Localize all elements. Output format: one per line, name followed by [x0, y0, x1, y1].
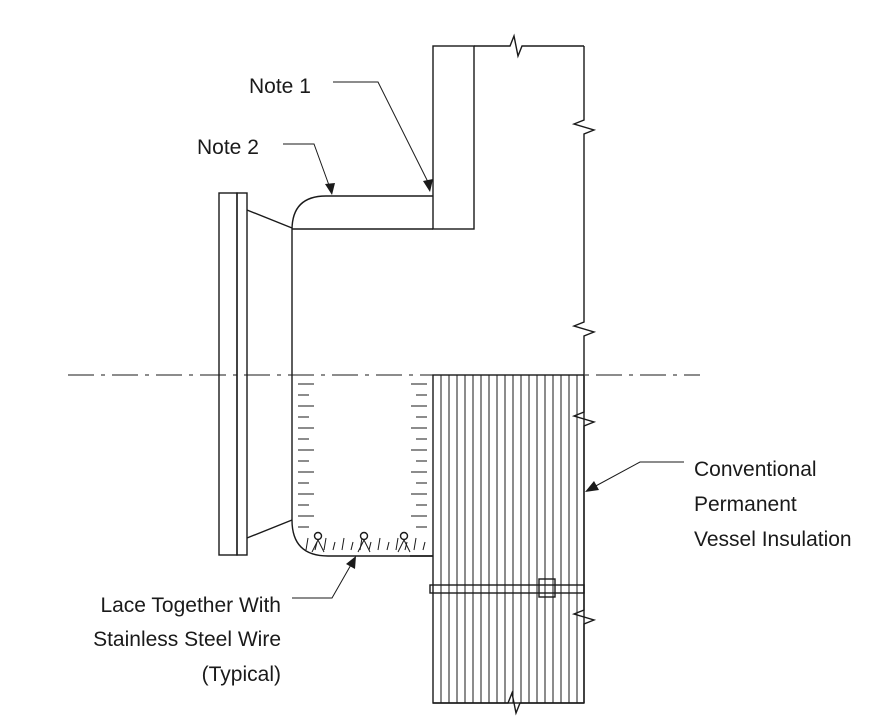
hatch-mark — [305, 537, 309, 551]
note1-leader — [333, 81, 431, 187]
vessel-insulation-lines — [440, 375, 578, 703]
hatch-mark — [341, 537, 345, 551]
insulation-label-line2: Permanent — [694, 493, 797, 516]
lace-wire-3 — [397, 539, 411, 553]
insulation-label-line1: Conventional — [694, 458, 817, 481]
lace-point-2 — [359, 531, 369, 541]
lace-point-1 — [313, 531, 323, 541]
insulation-label-line3: Vessel Insulation — [694, 528, 852, 551]
hatch-mark — [323, 537, 327, 551]
nozzle-upper-outline — [291, 195, 433, 375]
hatch-mark — [413, 537, 417, 551]
vessel-wall-upper — [571, 46, 597, 375]
nozzle-insulation-hatch-left — [298, 383, 314, 528]
insulation-leader — [591, 461, 684, 489]
flange-outer-plate — [218, 192, 238, 556]
banding-strap — [429, 584, 585, 594]
note1-arrowhead — [423, 179, 433, 192]
hatch-mark — [368, 541, 372, 551]
hatch-mark — [350, 541, 354, 551]
lace-label-line2: Stainless Steel Wire — [93, 628, 281, 651]
lace-wire-1 — [311, 539, 325, 553]
note2-label: Note 2 — [197, 136, 259, 159]
hatch-mark — [386, 541, 390, 551]
lace-wire-2 — [357, 539, 371, 553]
insulation-arrowhead — [585, 481, 599, 492]
note2-leader — [283, 143, 331, 189]
top-break-line — [474, 33, 584, 59]
hatch-mark — [395, 537, 399, 551]
lace-leader — [292, 562, 353, 599]
nozzle-insulation-hatch-right — [411, 383, 427, 528]
lace-arrowhead — [346, 556, 356, 569]
nozzle-lower-outline — [291, 375, 433, 557]
vessel-wall-lower — [571, 375, 597, 703]
hatch-mark — [377, 537, 381, 551]
banding-clip — [538, 578, 556, 598]
hatch-mark — [404, 541, 408, 551]
flange-hub-top — [246, 209, 293, 229]
lace-label-line3: (Typical) — [202, 663, 281, 686]
hatch-mark — [332, 541, 336, 551]
hatch-mark — [422, 541, 426, 551]
note2-arrowhead — [325, 183, 335, 195]
lace-point-3 — [399, 531, 409, 541]
vessel-shell-plate — [432, 45, 475, 230]
note1-label: Note 1 — [249, 75, 311, 98]
lace-label-line1: Lace Together With — [100, 594, 281, 617]
flange-inner-plate — [236, 192, 248, 556]
bottom-break-line — [433, 690, 584, 716]
flange-hub-bottom — [246, 519, 293, 539]
